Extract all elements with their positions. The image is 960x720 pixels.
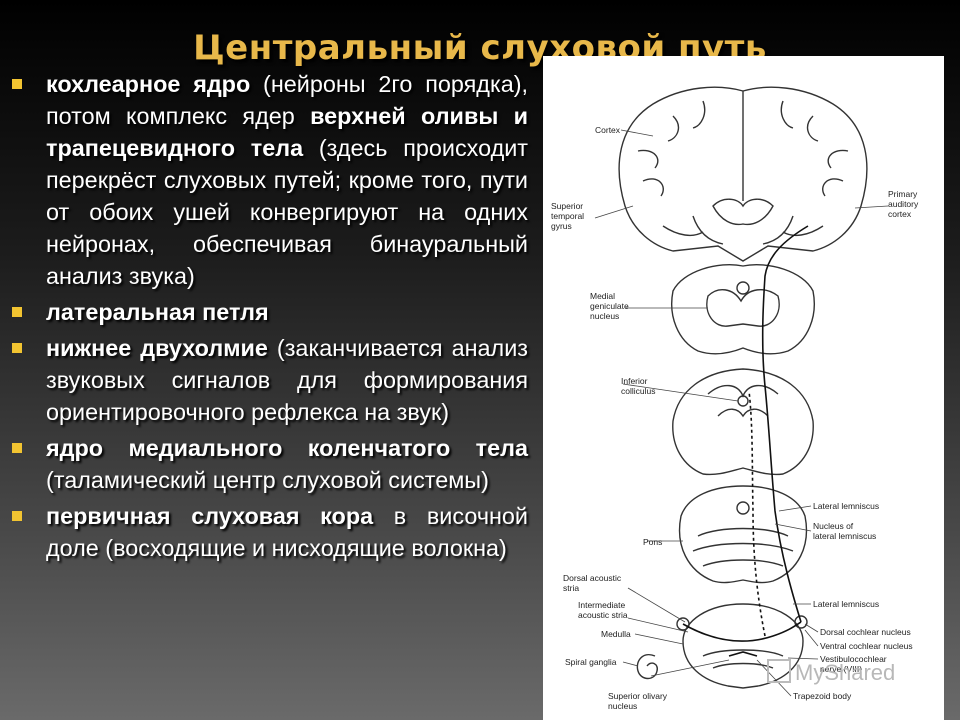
- bullet-bold: первичная слуховая кора: [46, 503, 374, 529]
- label-inferior-colliculus-1: Inferior: [621, 376, 648, 386]
- bullet-list: кохлеарное ядро (нейроны 2го порядка), п…: [10, 68, 528, 568]
- label-superior-temporal-gyrus-1: Superior: [551, 201, 583, 211]
- label-intermediate-acoustic-stria-1: Intermediate: [578, 600, 626, 610]
- bullet-text: (таламический центр слуховой системы): [46, 467, 489, 493]
- watermark: MyShared: [767, 659, 895, 685]
- label-vestibulocochlear-nerve-2: nerve (VIII): [820, 664, 862, 674]
- label-superior-olivary-2: nucleus: [608, 701, 637, 711]
- bullet-item-cochlear-nucleus: кохлеарное ядро (нейроны 2го порядка), п…: [10, 68, 528, 292]
- auditory-pathway-diagram: Cortex Superior temporal gyrus Primary a…: [551, 86, 919, 711]
- watermark-logo-icon: [767, 659, 791, 683]
- label-superior-temporal-gyrus-2: temporal: [551, 211, 584, 221]
- bullet-text: (заканчивается анализ звуковых сигналов …: [46, 335, 528, 425]
- label-primary-auditory-cortex-1: Primary: [888, 189, 918, 199]
- bullet-item-inferior-colliculus: нижнее двухолмие (заканчивается анализ з…: [10, 332, 528, 428]
- label-vestibulocochlear-nerve-1: Vestibulocochlear: [820, 654, 887, 664]
- bullet-item-auditory-cortex: первичная слуховая кора в височной доле …: [10, 500, 528, 564]
- bullet-bold: латеральная петля: [46, 299, 269, 325]
- label-nucleus-lateral-lemniscus-2: lateral lemniscus: [813, 531, 876, 541]
- pathway-lines: [682, 225, 809, 657]
- label-ventral-cochlear-nucleus: Ventral cochlear nucleus: [820, 641, 913, 651]
- label-superior-temporal-gyrus-3: gyrus: [551, 221, 572, 231]
- label-superior-olivary-1: Superior olivary: [608, 691, 668, 701]
- label-medulla: Medulla: [601, 629, 631, 639]
- bullet-bold: кохлеарное ядро: [46, 71, 251, 97]
- label-dorsal-acoustic-stria-1: Dorsal acoustic: [563, 573, 622, 583]
- bullet-text: (нейроны 2го порядка), потом комплекс яд…: [46, 71, 528, 129]
- bullet-square-icon: [12, 307, 22, 317]
- brain-drawing: [618, 86, 868, 689]
- label-primary-auditory-cortex-3: cortex: [888, 209, 912, 219]
- bullet-bold: нижнее двухолмие: [46, 335, 268, 361]
- bullet-item-lateral-lemniscus: латеральная петля: [10, 296, 528, 328]
- label-pons: Pons: [643, 537, 662, 547]
- bullet-square-icon: [12, 343, 22, 353]
- label-trapezoid-body: Trapezoid body: [793, 691, 852, 701]
- label-primary-auditory-cortex-2: auditory: [888, 199, 919, 209]
- label-lateral-lemniscus-lower: Lateral lemniscus: [813, 599, 879, 609]
- label-cortex: Cortex: [595, 125, 621, 135]
- watermark-text: MyShared: [795, 660, 895, 685]
- bullet-square-icon: [12, 79, 22, 89]
- leader-lines: [594, 129, 889, 697]
- bullet-text-2: (здесь происходит перекрёст слуховых пут…: [46, 135, 528, 289]
- bullet-text: в височной доле (восходящие и нисходящие…: [46, 503, 528, 561]
- label-lateral-lemniscus-upper: Lateral lemniscus: [813, 501, 879, 511]
- label-medial-geniculate-3: nucleus: [590, 311, 619, 321]
- label-medial-geniculate-2: geniculate: [590, 301, 629, 311]
- label-medial-geniculate-1: Medial: [590, 291, 615, 301]
- auditory-pathway-figure: Cortex Superior temporal gyrus Primary a…: [543, 56, 944, 720]
- label-dorsal-acoustic-stria-2: stria: [563, 583, 579, 593]
- bullet-item-medial-geniculate: ядро медиального коленчатого тела (талам…: [10, 432, 528, 496]
- bullet-square-icon: [12, 443, 22, 453]
- figure-labels: Cortex Superior temporal gyrus Primary a…: [551, 125, 919, 711]
- bullet-square-icon: [12, 511, 22, 521]
- label-spiral-ganglia: Spiral ganglia: [565, 657, 617, 667]
- label-dorsal-cochlear-nucleus: Dorsal cochlear nucleus: [820, 627, 911, 637]
- label-intermediate-acoustic-stria-2: acoustic stria: [578, 610, 628, 620]
- bullet-bold-2: верхней оливы и трапецевидного тела: [46, 103, 528, 161]
- label-inferior-colliculus-2: colliculus: [621, 386, 656, 396]
- bullet-bold: ядро медиального коленчатого тела: [46, 435, 528, 461]
- label-nucleus-lateral-lemniscus-1: Nucleus of: [813, 521, 854, 531]
